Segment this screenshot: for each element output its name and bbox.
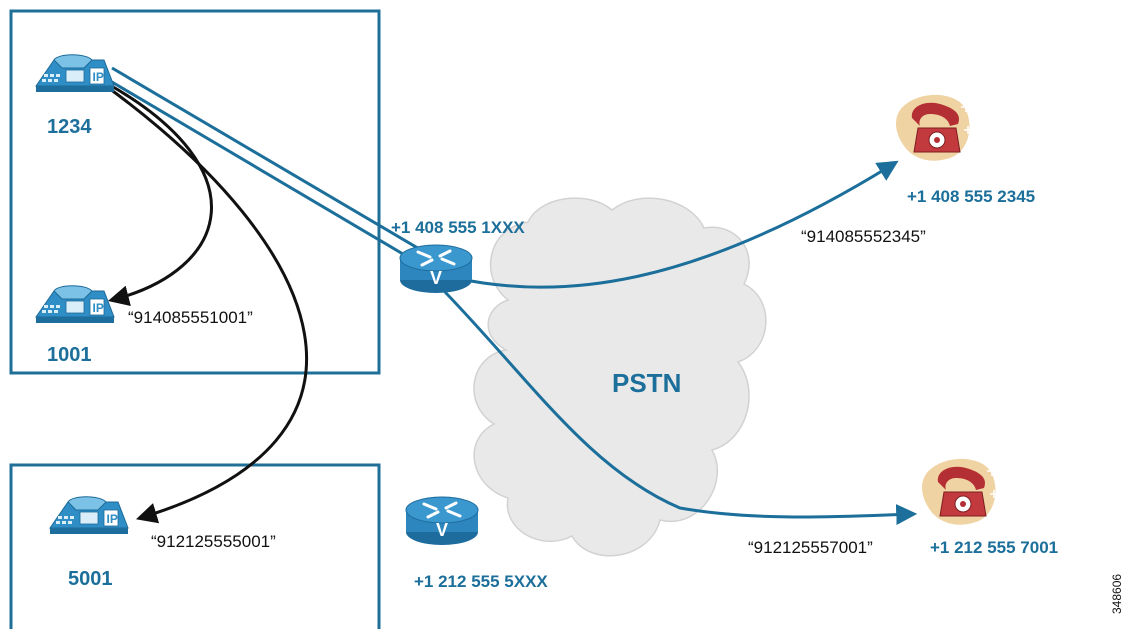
pstn-phone-2-number: +1 212 555 7001 [930,538,1058,557]
dialed-912125555001-label: “912125555001” [151,532,276,551]
call-path-to-pstn-phone-1 [454,160,899,289]
ip-phone-1234-icon [35,54,115,93]
extension-1001-label: 1001 [47,344,92,366]
voice-gateway-1-icon [398,243,474,295]
site-a-box [9,9,381,375]
pstn-phone-1-number: +1 408 555 2345 [907,187,1035,206]
dialed-914085551001-label: “914085551001” [128,308,253,327]
gateway-1-did-label: +1 408 555 1XXX [391,218,525,237]
dialed-914085552345-label: “914085552345” [801,227,926,246]
pstn-phone-1-icon [895,94,973,163]
call-path-to-gateway-1b [111,80,453,285]
call-path-to-1001 [107,82,213,307]
figure-id: 348606 [1110,574,1124,614]
site-b-box [9,463,381,629]
call-path-to-gateway-1 [111,66,456,272]
call-paths [105,66,918,526]
extension-1234-label: 1234 [47,116,92,138]
extension-5001-label: 5001 [68,568,113,590]
dialed-912125557001-label: “912125557001” [748,538,873,557]
call-path-to-5001 [105,84,308,524]
voice-gateway-2-icon [404,495,480,547]
pstn-label: PSTN [612,368,681,398]
call-path-to-pstn-phone-2 [443,290,918,526]
gateway-2-did-label: +1 212 555 5XXX [414,572,548,591]
pstn-phone-2-icon [921,458,999,527]
ip-phone-1001-icon [35,285,115,324]
ip-phone-5001-icon [49,496,129,535]
